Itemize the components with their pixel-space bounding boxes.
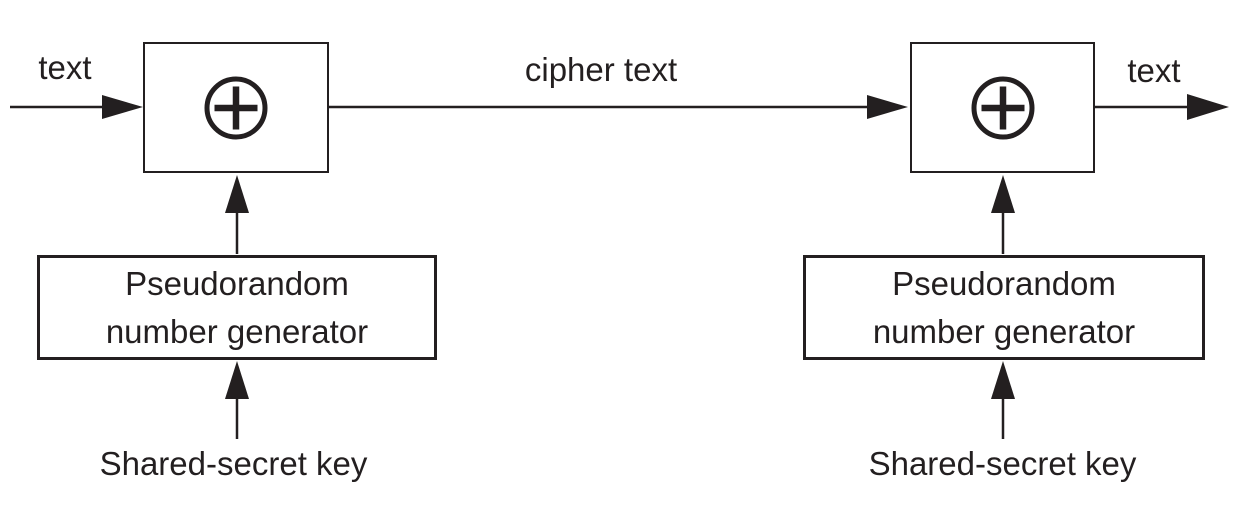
shared-secret-key-label-receiver: Shared-secret key bbox=[868, 445, 1137, 482]
plaintext-output-label: text bbox=[1127, 52, 1181, 89]
xor-icon bbox=[971, 76, 1034, 139]
xor-icon bbox=[204, 76, 268, 139]
xor-box-sender bbox=[143, 42, 329, 173]
key-input-arrow-sender bbox=[225, 361, 249, 439]
shared-secret-key-label-sender: Shared-secret key bbox=[99, 445, 368, 482]
keystream-arrow-sender bbox=[225, 175, 249, 254]
plaintext-input-arrow bbox=[10, 95, 143, 119]
keystream-arrow-receiver bbox=[991, 175, 1015, 254]
prng-label-line1: Pseudorandom bbox=[892, 264, 1116, 302]
prng-label-line2: number generator bbox=[872, 312, 1136, 350]
key-input-arrow-receiver bbox=[991, 361, 1015, 439]
cipher-text-label: cipher text bbox=[524, 51, 678, 88]
cipher-text-arrow bbox=[329, 95, 908, 119]
prng-box-sender: Pseudorandom number generator bbox=[37, 255, 437, 360]
xor-box-receiver bbox=[910, 42, 1095, 173]
prng-box-receiver: Pseudorandom number generator bbox=[803, 255, 1205, 360]
plaintext-output-arrow bbox=[1095, 94, 1229, 120]
prng-label-line2: number generator bbox=[105, 312, 369, 350]
prng-label-line1: Pseudorandom bbox=[125, 264, 349, 302]
plaintext-input-label: text bbox=[38, 49, 92, 86]
